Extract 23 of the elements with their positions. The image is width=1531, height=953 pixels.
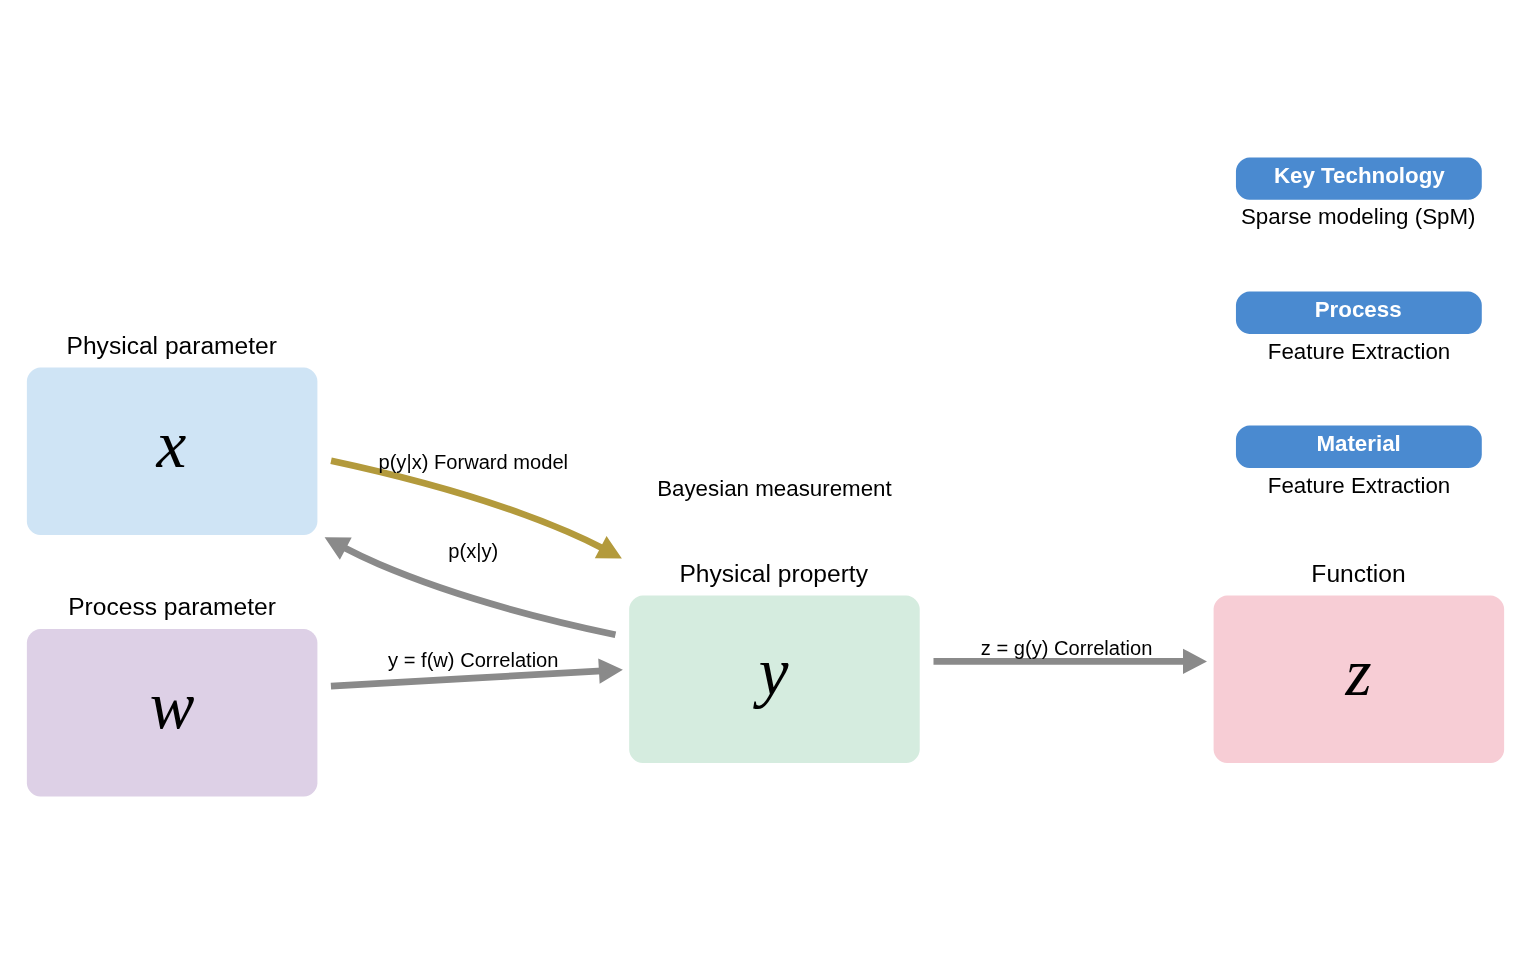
label: Bayesian measurement [657, 475, 892, 501]
arrow [933, 648, 1207, 674]
node-label: Process parameter [68, 592, 276, 620]
node-label: Sparse modeling (SpM) [1240, 203, 1476, 229]
arrow [324, 536, 617, 638]
node-label: Function [1311, 559, 1406, 587]
node-label: Feature Extraction [1267, 338, 1451, 364]
node-box: Material [1235, 425, 1482, 468]
node-box: Process [1235, 291, 1482, 334]
edge-label: y = f(w) Correlation [388, 648, 559, 671]
edge-label: z = g(y) Correlation [980, 636, 1153, 659]
node-box: w [26, 628, 318, 797]
edge-label: p(x|y) [448, 539, 499, 562]
node-box: x [26, 367, 318, 535]
arrow [330, 658, 623, 689]
node-box: y [629, 594, 920, 763]
node-label: Feature Extraction [1267, 472, 1451, 498]
node-box: Key Technology [1235, 156, 1482, 200]
node-label: Physical parameter [66, 331, 277, 359]
node-box: z [1213, 594, 1505, 763]
node-label: Physical property [679, 559, 868, 587]
edge-label: p(y|x) Forward model [378, 450, 569, 473]
arrow [330, 456, 622, 558]
